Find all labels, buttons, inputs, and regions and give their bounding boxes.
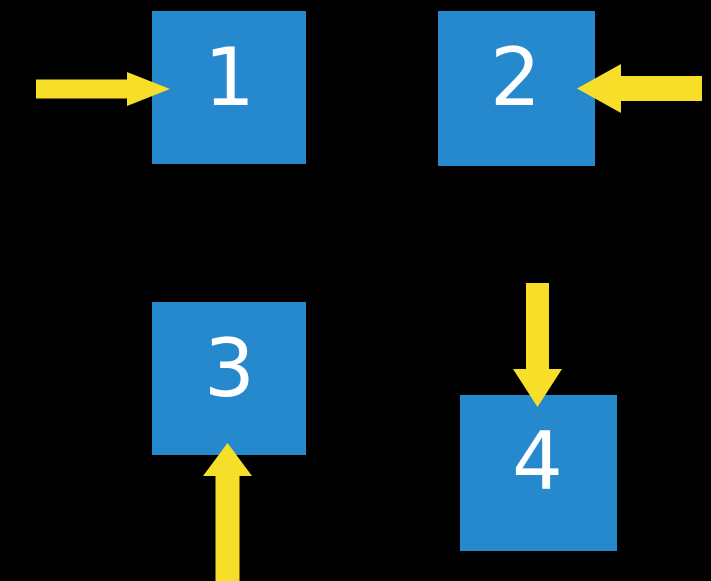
node-box-1[interactable] [152,11,306,164]
node-label-4: 4 [512,415,563,508]
arrow-left-into-node-2 [577,63,702,113]
node-label-2: 2 [490,31,541,124]
arrow-down-into-node-4 [512,283,562,407]
node-box-4[interactable] [460,395,617,551]
node-box-3[interactable] [152,302,306,455]
node-box-2[interactable] [438,11,595,166]
node-label-1: 1 [204,31,255,124]
arrow-up-into-node-3 [202,443,252,581]
arrow-right-into-node-1 [36,72,170,106]
node-label-3: 3 [204,322,255,415]
